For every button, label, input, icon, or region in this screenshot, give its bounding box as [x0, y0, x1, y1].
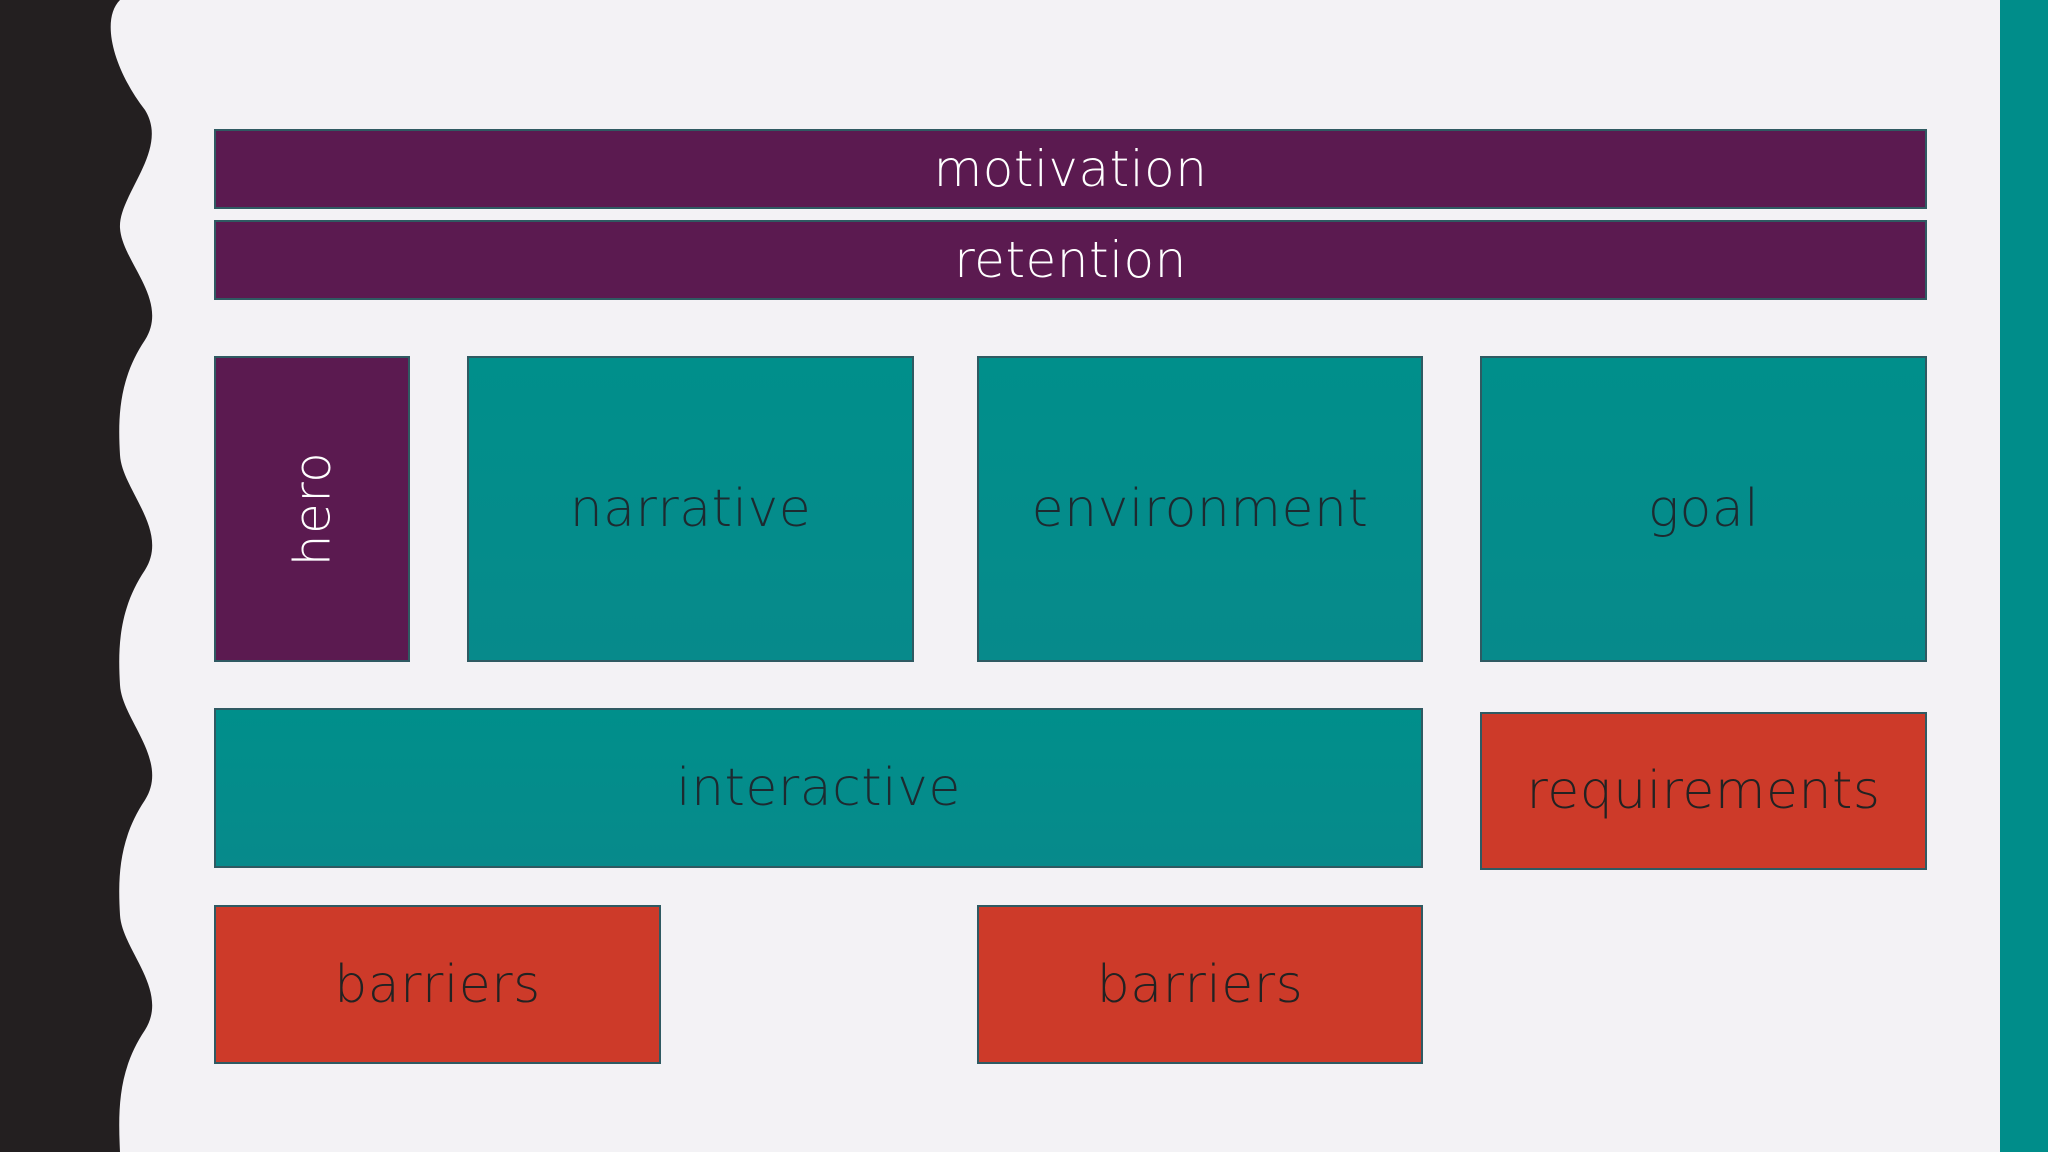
requirements-label: requirements — [1526, 761, 1881, 821]
interactive-label: interactive — [676, 758, 961, 818]
environment-box: environment — [977, 356, 1423, 662]
narrative-label: narrative — [569, 479, 812, 539]
requirements-box: requirements — [1480, 712, 1927, 870]
motivation-label: motivation — [933, 140, 1208, 198]
right-accent-stripe — [2000, 0, 2048, 1152]
barriers-left-label: barriers — [334, 954, 541, 1015]
wavy-left-border — [0, 0, 153, 1152]
barriers-right-box: barriers — [977, 905, 1423, 1064]
retention-label: retention — [954, 231, 1187, 289]
hero-label: hero — [283, 451, 341, 567]
barriers-left-box: barriers — [214, 905, 661, 1064]
narrative-box: narrative — [467, 356, 914, 662]
retention-bar: retention — [214, 220, 1927, 300]
hero-box: hero — [214, 356, 410, 662]
interactive-box: interactive — [214, 708, 1423, 868]
motivation-bar: motivation — [214, 129, 1927, 209]
barriers-right-label: barriers — [1096, 954, 1304, 1015]
goal-box: goal — [1480, 356, 1927, 662]
goal-label: goal — [1647, 479, 1760, 539]
environment-label: environment — [1031, 479, 1369, 539]
